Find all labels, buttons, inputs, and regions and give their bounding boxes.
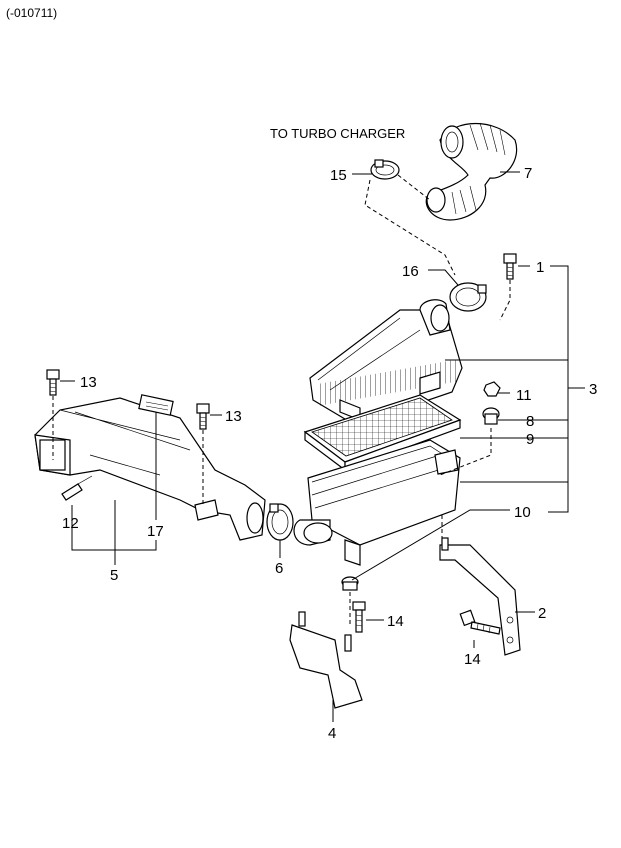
callout-3: 3 bbox=[589, 381, 597, 398]
part-12-sensor bbox=[61, 475, 93, 501]
part-13-bolt-right bbox=[196, 403, 210, 430]
part-2-bracket bbox=[439, 537, 521, 656]
callout-13-right: 13 bbox=[225, 408, 242, 425]
callout-17: 17 bbox=[147, 523, 164, 540]
part-4-bracket bbox=[289, 611, 363, 709]
callout-10: 10 bbox=[514, 504, 531, 521]
callout-4: 4 bbox=[328, 725, 336, 742]
diagram-code: (-010711) bbox=[6, 6, 58, 20]
part-1-bolt bbox=[503, 253, 517, 280]
part-5-intake-duct bbox=[34, 397, 266, 541]
callout-13-left: 13 bbox=[80, 374, 97, 391]
callout-1: 1 bbox=[536, 259, 544, 276]
callout-14-lower: 14 bbox=[464, 651, 481, 668]
callout-8: 8 bbox=[526, 413, 534, 430]
part-8-grommet bbox=[482, 407, 500, 425]
part-14-bolt-lower bbox=[459, 609, 501, 635]
callout-14-upper: 14 bbox=[387, 613, 404, 630]
part-13-bolt-left bbox=[46, 369, 60, 396]
callout-16: 16 bbox=[402, 263, 419, 280]
callout-9: 9 bbox=[526, 431, 534, 448]
callout-5: 5 bbox=[110, 567, 118, 584]
part-11-nut bbox=[483, 381, 501, 397]
part-15-clamp bbox=[370, 159, 400, 180]
part-14-bolt-upper bbox=[352, 601, 366, 633]
callout-12: 12 bbox=[62, 515, 79, 532]
part-7-hose bbox=[425, 122, 518, 221]
part-16-clamp bbox=[449, 282, 487, 312]
note-turbo-charger: TO TURBO CHARGER bbox=[270, 126, 405, 141]
air-cleaner-lower-case bbox=[293, 439, 461, 566]
callout-7: 7 bbox=[524, 165, 532, 182]
callout-6: 6 bbox=[275, 560, 283, 577]
callout-15: 15 bbox=[330, 167, 347, 184]
callout-11: 11 bbox=[516, 387, 532, 404]
air-cleaner-cover bbox=[309, 299, 463, 426]
leader-lines bbox=[60, 171, 585, 722]
part-10-grommet bbox=[341, 576, 359, 591]
callout-2: 2 bbox=[538, 605, 546, 622]
part-6-clamp bbox=[266, 503, 294, 541]
part-17-label bbox=[138, 394, 174, 416]
